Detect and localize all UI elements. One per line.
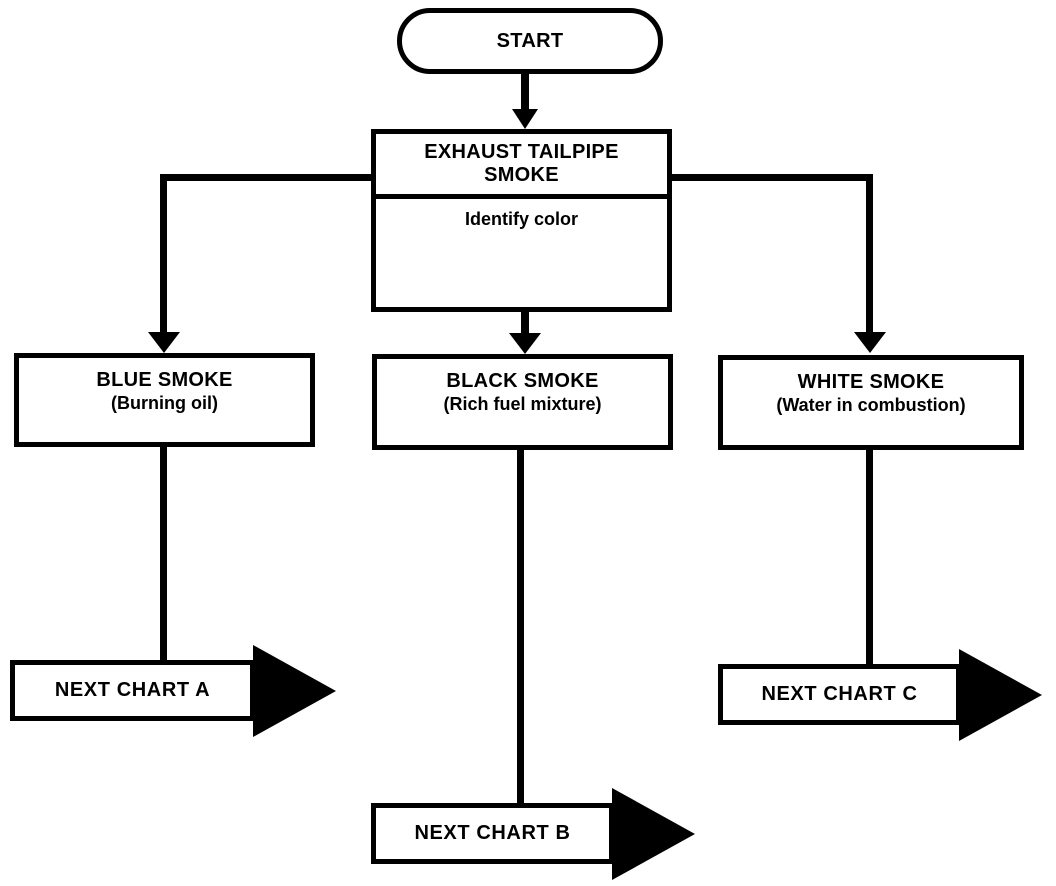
next-chart-c-label: NEXT CHART C [761, 683, 918, 705]
node-blue-smoke: BLUE SMOKE (Burning oil) [14, 353, 315, 447]
next-chart-c-offpage-arrow-icon [959, 649, 1042, 741]
connector-exhaust-to-blue-horizontal [163, 174, 372, 181]
next-chart-a-label: NEXT CHART A [54, 679, 211, 701]
blue-smoke-title: BLUE SMOKE [96, 369, 233, 391]
node-white-smoke: WHITE SMOKE (Water in combustion) [718, 355, 1024, 450]
arrowhead-exhaust-to-blue-icon [148, 332, 180, 353]
node-exhaust-tailpipe-smoke: EXHAUST TAILPIPE SMOKE Identify color [371, 129, 672, 312]
arrowhead-start-to-exhaust-icon [512, 109, 538, 129]
connector-white-to-next-c [866, 449, 873, 664]
connector-start-to-exhaust [521, 72, 529, 112]
next-chart-b-label: NEXT CHART B [414, 822, 571, 844]
exhaust-header: EXHAUST TAILPIPE SMOKE [376, 134, 667, 199]
node-next-chart-a: NEXT CHART A [10, 660, 255, 721]
node-start: START [397, 8, 663, 74]
node-next-chart-b: NEXT CHART B [371, 803, 614, 864]
connector-exhaust-to-black [521, 310, 529, 335]
arrowhead-exhaust-to-white-icon [854, 332, 886, 353]
white-smoke-cause: (Water in combustion) [776, 395, 966, 415]
black-smoke-title: BLACK SMOKE [446, 370, 599, 392]
white-smoke-title: WHITE SMOKE [797, 371, 945, 393]
arrowhead-exhaust-to-black-icon [509, 333, 541, 354]
exhaust-body: Identify color [376, 199, 667, 230]
node-black-smoke: BLACK SMOKE (Rich fuel mixture) [372, 354, 673, 450]
black-smoke-cause: (Rich fuel mixture) [443, 394, 602, 414]
next-chart-b-offpage-arrow-icon [612, 788, 695, 880]
connector-exhaust-to-white-vertical [866, 174, 873, 333]
blue-smoke-cause: (Burning oil) [111, 393, 218, 413]
connector-exhaust-to-white-horizontal [672, 174, 873, 181]
node-next-chart-c: NEXT CHART C [718, 664, 961, 725]
next-chart-a-offpage-arrow-icon [253, 645, 336, 737]
exhaust-action: Identify color [464, 209, 578, 229]
connector-exhaust-to-blue-vertical [160, 174, 167, 333]
exhaust-title: EXHAUST TAILPIPE SMOKE [424, 141, 619, 186]
connector-blue-to-next-a [160, 446, 167, 660]
start-label: START [496, 29, 564, 52]
connector-black-to-next-b [517, 449, 524, 803]
